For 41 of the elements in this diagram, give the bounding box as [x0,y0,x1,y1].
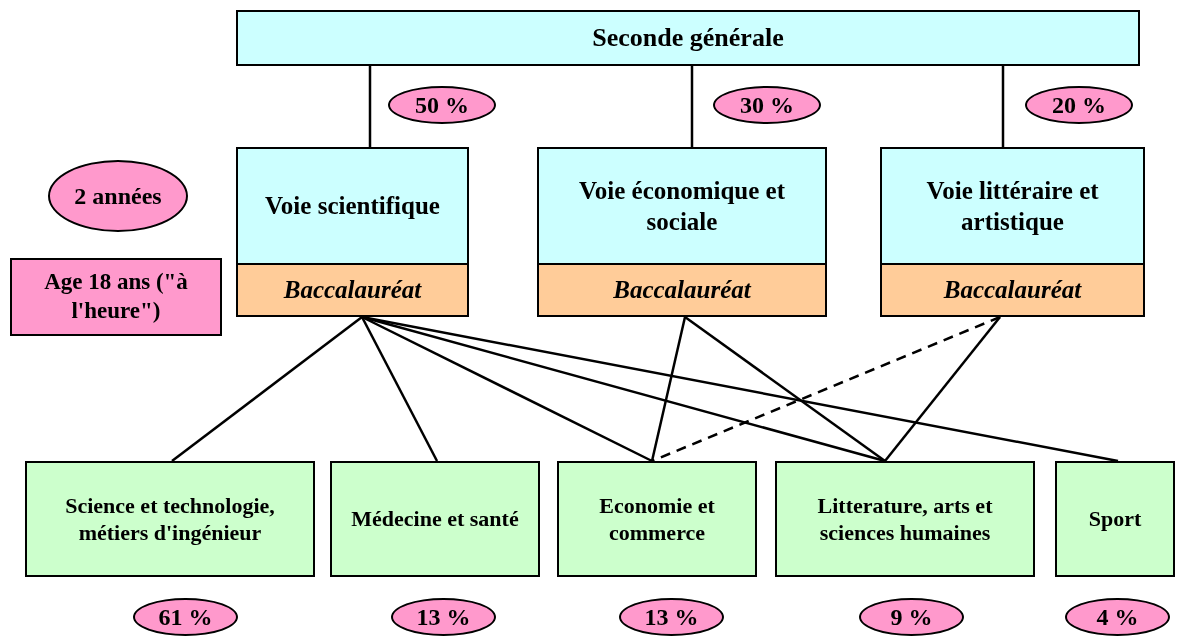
field-box [557,461,757,577]
connector-line [690,66,694,147]
box-label: Age 18 ans ("à l'heure") [43,268,189,325]
box-label: Seconde générale [592,21,784,54]
track-box [880,147,1145,317]
connector-line [651,315,1001,463]
field-box [775,461,1035,577]
box-label: Economie et commerce [598,491,716,547]
field-box [1055,461,1175,577]
box-label: 4 % [1096,603,1139,632]
box-label: 61 % [158,603,213,632]
diploma-band: Baccalauréat [882,263,1143,315]
diploma-band: Baccalauréat [539,263,825,315]
box-label: 50 % [415,91,469,120]
track-box [236,147,469,317]
heading-box [236,10,1140,66]
connector-line [650,316,687,462]
box-label: 20 % [1052,91,1106,120]
connector-line [684,316,886,462]
box-label: 30 % [740,91,794,120]
box-label: Science et technologie, métiers d'ingénieur [64,491,276,547]
box-label: 9 % [890,603,933,632]
box-label: 2 années [74,182,162,211]
connector-line [368,66,372,147]
box-label: 13 % [644,603,699,632]
field-box [330,461,540,577]
diploma-band: Baccalauréat [238,263,467,315]
connector-line [171,316,363,462]
track-box [537,147,827,317]
box-label: Médecine et santé [351,505,519,533]
box-label: 13 % [416,603,471,632]
field-box [25,461,315,577]
connector-line [884,316,1001,462]
box-label: Sport [1088,505,1142,533]
note-box [10,258,222,336]
connector-line [360,316,439,462]
connector-line [1001,66,1005,147]
box-label: Voie scientifique [265,191,440,222]
box-label: Voie économique et sociale [578,175,786,237]
box-label: Litterature, arts et sciences humaines [816,491,994,547]
box-label: Voie littéraire et artistique [925,175,1100,237]
